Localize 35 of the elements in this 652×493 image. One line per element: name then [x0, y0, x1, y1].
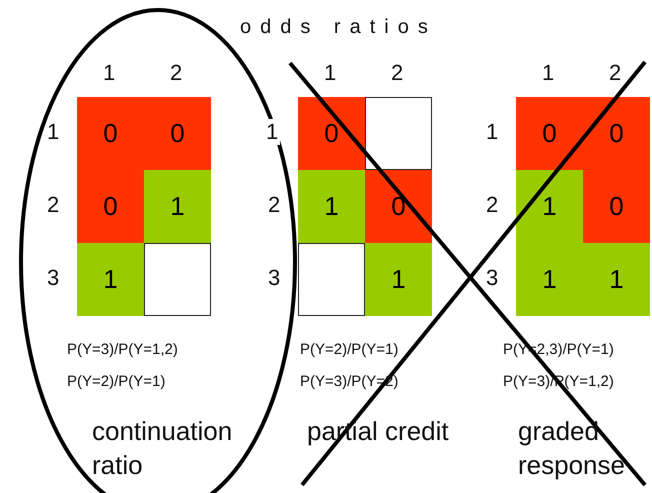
row-number: 2 — [47, 192, 60, 218]
model-name: graded response — [518, 415, 626, 482]
formula: P(Y=2)/P(Y=1) — [67, 373, 166, 390]
table-cell: 0 — [77, 170, 144, 243]
column-number: 1 — [103, 60, 116, 86]
table-cell: 1 — [365, 243, 432, 316]
table-cell: 1 — [516, 170, 583, 243]
table-cell: 0 — [298, 97, 365, 170]
table-cell: 1 — [144, 170, 211, 243]
column-number: 1 — [542, 60, 554, 86]
table-cell: 0 — [583, 170, 650, 243]
table-cell: 0 — [365, 170, 432, 243]
formula: P(Y=2)/P(Y=1) — [300, 341, 398, 358]
row-number: 3 — [486, 265, 498, 291]
model-name: continuation ratio — [92, 415, 234, 482]
row-number: 2 — [486, 192, 498, 218]
table-cell: 0 — [77, 97, 144, 170]
table-cell: 1 — [298, 170, 365, 243]
formula: P(Y=3)/P(Y=1,2) — [67, 341, 178, 358]
table-cell: 0 — [516, 97, 583, 170]
row-number: 2 — [268, 192, 280, 218]
heading: odds ratios — [240, 16, 437, 39]
column-number: 1 — [324, 60, 336, 86]
column-number: 2 — [609, 60, 622, 86]
row-number: 1 — [486, 119, 498, 145]
row-number: 3 — [47, 265, 60, 291]
column-number: 2 — [170, 60, 182, 86]
table-cell: 1 — [516, 243, 583, 316]
table-cell: 0 — [583, 97, 650, 170]
table-cell: 1 — [77, 243, 144, 316]
row-number: 1 — [47, 119, 60, 145]
column-number: 2 — [391, 60, 404, 86]
table-cell: 0 — [144, 97, 211, 170]
table-cell: 1 — [583, 243, 650, 316]
row-number: 3 — [268, 265, 280, 291]
